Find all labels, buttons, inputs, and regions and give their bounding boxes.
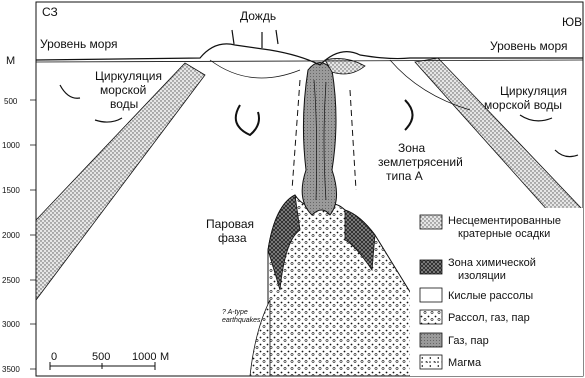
circulation-arrow [60, 85, 80, 98]
quake-zone-line1: Зона [398, 141, 426, 155]
legend-label: кратерные осадки [458, 228, 550, 240]
circulation-right-line1: Циркуляция [500, 84, 567, 98]
quake-zone-left-boundary [292, 80, 300, 190]
depth-tick-label: 3500 [2, 365, 20, 374]
quake-zone-line2: землетрясений [378, 155, 463, 169]
sea-level-label-left: Уровень моря [40, 37, 118, 51]
depth-axis-unit: М [6, 55, 15, 67]
circulation-arrow-big-right [405, 100, 413, 130]
legend-label: Магма [448, 357, 482, 369]
inset-note-line2: earthquakes [222, 317, 261, 324]
legend-label: Газ, пар [448, 335, 489, 347]
scale-tick-0: 0 [51, 351, 57, 363]
scale-tick-1000: 1000 [132, 351, 156, 363]
legend-label: Несцементированные [448, 215, 561, 227]
legend-swatch-crater-sediments [420, 215, 442, 229]
circulation-arrow [95, 118, 122, 122]
circulation-right-line2: морской воды [484, 98, 562, 112]
legend: Несцементированные кратерные осадки Зона… [410, 208, 583, 376]
inset-note-line1: ? A-type [222, 309, 248, 316]
quake-zone-right-boundary [350, 90, 356, 190]
depth-tick-label: 3000 [2, 320, 20, 329]
depth-tick-label: 2500 [2, 276, 20, 285]
circulation-left-line1: Циркуляция [95, 69, 162, 83]
legend-label: Рассол, газ, пар [448, 312, 530, 324]
circulation-left-line3: воды [110, 97, 138, 111]
legend-swatch-gas-steam [420, 333, 442, 347]
depth-tick-label: 1000 [2, 141, 20, 150]
depth-tick-label: 1500 [2, 186, 20, 195]
legend-swatch-chemical-isolation [420, 260, 442, 274]
depth-tick-label: 500 [4, 97, 18, 106]
gas-steam-column [302, 63, 336, 216]
legend-label: Кислые рассолы [448, 290, 533, 302]
legend-swatch-magma [420, 355, 442, 369]
orientation-right: ЮВ [562, 15, 582, 29]
steam-phase-line1: Паровая [206, 217, 254, 231]
sea-level-label-right: Уровень моря [490, 39, 568, 53]
legend-swatch-acid-brines [420, 288, 442, 302]
legend-swatch-brine-gas-steam [420, 310, 442, 324]
scale-tick-500: 500 [92, 351, 110, 363]
depth-tick-label: 2000 [2, 231, 20, 240]
scale-bar: 0 500 1000 М [50, 351, 169, 370]
orientation-left: СЗ [42, 5, 58, 19]
steam-phase-line2: фаза [218, 231, 247, 245]
legend-label: Зона химической [448, 257, 536, 269]
scale-unit: М [160, 351, 169, 363]
rain-label: Дождь [240, 9, 276, 23]
quake-zone-line3: типа А [386, 169, 423, 183]
circulation-arrow [520, 115, 552, 121]
circulation-left-line2: морской [100, 83, 146, 97]
depth-axis: М 500 1000 1500 2000 2500 3000 3500 [2, 55, 36, 374]
circulation-arrow [555, 150, 578, 157]
circulation-arrow-big-left [236, 105, 259, 135]
brine-left-lobe [250, 300, 270, 376]
legend-label: изоляции [458, 270, 506, 282]
